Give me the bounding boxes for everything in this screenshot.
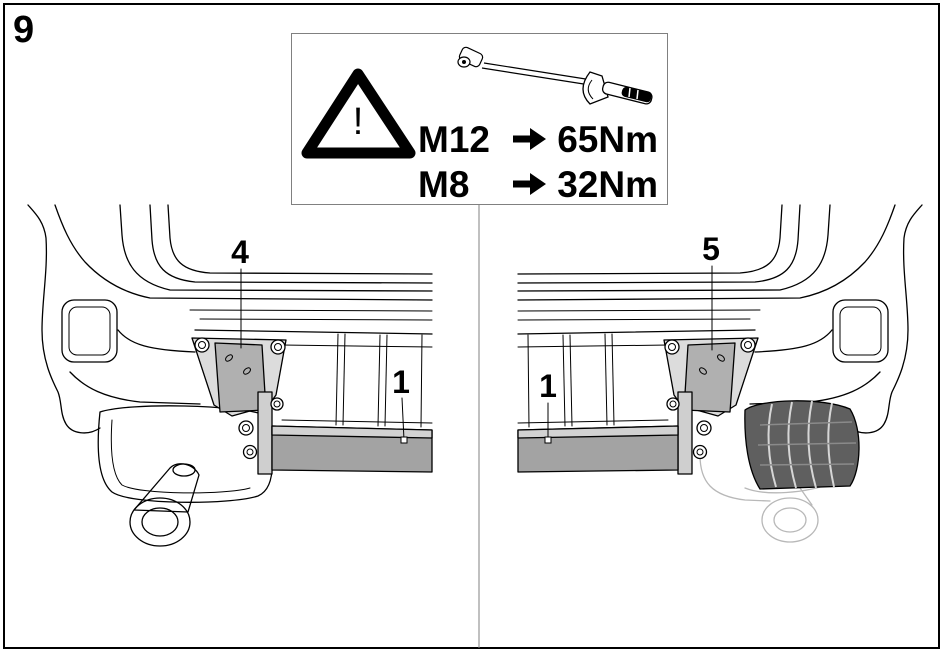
bolt-size: M8 [418,164,469,205]
torque-value: 65Nm [557,119,658,160]
exhaust [97,405,273,547]
callout-label-crossbar-right: 1 [539,368,557,404]
callout-label-bracket-right: 5 [702,231,720,267]
left-hitch-assembly [191,337,433,475]
torque-row-m8: M8 32Nm [418,164,658,205]
right-hitch-assembly [517,337,759,475]
leader-marker [544,436,552,444]
right-arrow-icon [513,128,546,150]
callout-label-crossbar-left: 1 [392,364,410,400]
page-border [3,3,940,649]
torque-wrench-icon [457,46,653,105]
exhaust-pipe [133,463,200,513]
exhaust-hanger [172,463,196,477]
warning-symbol: ! [353,101,364,143]
right-arrow-icon [513,173,546,195]
callout-label-bracket-left: 4 [231,234,249,270]
step-number: 9 [13,9,34,51]
right-side-view: 5 1 [517,204,923,543]
torque-row-m12: M12 65Nm [418,119,658,160]
left-side-view: 4 1 [27,204,433,547]
warning-triangle-icon: ! [301,68,416,159]
bolt-size: M12 [418,119,490,160]
exhaust-muffler [97,405,273,503]
spare-tire [744,400,860,490]
exhaust-tip-inner [141,507,179,537]
torque-callout-box: ! M12 65Nm M8 32Nm [291,33,668,205]
muffler-rim [110,419,251,494]
leader-line [401,397,405,441]
exhaust-tip [129,497,191,547]
leader-marker [400,436,408,444]
torque-value: 32Nm [557,164,658,205]
